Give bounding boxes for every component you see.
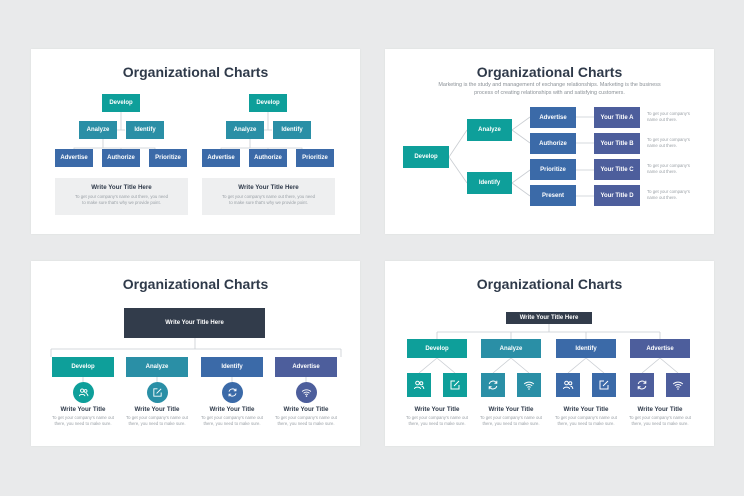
users-icon <box>73 382 94 403</box>
column-title: Write Your Title <box>134 406 180 413</box>
note-a-line-1: To get your company's <box>647 111 690 116</box>
users-icon <box>556 373 580 397</box>
slide-4: Organizational Charts Write Your Title H… <box>385 261 714 446</box>
note-b-line-1: To get your company's <box>647 137 690 142</box>
refresh-icon <box>630 373 654 397</box>
header-box: Write Your Title Here <box>506 312 592 324</box>
item-text-line-2: there, you need to make sure. <box>631 421 689 426</box>
develop-box: Develop <box>52 357 114 377</box>
column-text-line-2: there, you need to make sure. <box>277 421 335 426</box>
develop-box: Develop <box>102 94 140 112</box>
analyze-box: Analyze <box>467 119 512 141</box>
advertise-box: Advertise <box>530 107 576 128</box>
connector-lines <box>50 338 342 382</box>
item-title: Write Your Title <box>563 406 609 413</box>
subtitle-line-1: Marketing is the study and management of… <box>438 82 661 88</box>
connector-lines <box>448 116 594 197</box>
column-title: Write Your Title <box>60 406 106 413</box>
identify-box: Identify <box>467 172 512 194</box>
card-text-line-1: To get your company's name out there, yo… <box>221 194 316 199</box>
edit-icon <box>592 373 616 397</box>
note-c-line-1: To get your company's <box>647 163 690 168</box>
note-d-line-2: name out there. <box>647 195 678 200</box>
card-text-line-1: To get your company's name out there, yo… <box>74 194 169 199</box>
item-text-line-1: To get your company's name out <box>480 415 542 420</box>
column-text-line-1: To get your company's name out <box>275 415 337 420</box>
item-text-line-2: there, you need to make sure. <box>482 421 540 426</box>
column-text-line-2: there, you need to make sure. <box>203 421 261 426</box>
column-title: Write Your Title <box>283 406 329 413</box>
item-title: Write Your Title <box>488 406 534 413</box>
wifi-icon <box>666 373 690 397</box>
edit-icon <box>147 382 168 403</box>
edit-icon <box>443 373 467 397</box>
title-d-box: Your Title D <box>594 185 640 206</box>
advertise-box: Advertise <box>55 149 93 167</box>
slide-1: Organizational Charts Develop Analyze Id… <box>31 49 360 234</box>
item-text-line-1: To get your company's name out <box>629 415 691 420</box>
wifi-icon <box>517 373 541 397</box>
column-text-line-1: To get your company's name out <box>52 415 114 420</box>
identify-box: Identify <box>126 121 164 139</box>
develop-box: Develop <box>249 94 287 112</box>
item-text-line-2: there, you need to make sure. <box>408 421 466 426</box>
slide-3: Organizational Charts Write Your Title H… <box>31 261 360 446</box>
slide-2: Organizational Charts Marketing is the s… <box>385 49 714 234</box>
column-title: Write Your Title <box>209 406 255 413</box>
column-text-line-1: To get your company's name out <box>126 415 188 420</box>
subtitle-line-2: process of creating relationships with a… <box>474 90 625 96</box>
present-box: Present <box>530 185 576 206</box>
prioritize-box: Prioritize <box>149 149 187 167</box>
advertise-box: Advertise <box>275 357 337 377</box>
info-card <box>55 178 188 215</box>
advertise-box: Advertise <box>630 339 690 358</box>
column-text-line-2: there, you need to make sure. <box>54 421 112 426</box>
title-a-box: Your Title A <box>594 107 640 128</box>
info-card <box>202 178 335 215</box>
users-icon <box>407 373 431 397</box>
authorize-box: Authorize <box>530 133 576 154</box>
develop-box: Develop <box>403 146 449 168</box>
wifi-icon <box>296 382 317 403</box>
slide-title: Organizational Charts <box>122 64 269 80</box>
authorize-box: Authorize <box>102 149 140 167</box>
develop-box: Develop <box>407 339 467 358</box>
authorize-box: Authorize <box>249 149 287 167</box>
column-text-line-1: To get your company's name out <box>201 415 263 420</box>
card-title: Write Your Title Here <box>238 184 299 191</box>
analyze-box: Analyze <box>126 357 188 377</box>
column-text-line-2: there, you need to make sure. <box>128 421 186 426</box>
item-text-line-2: there, you need to make sure. <box>557 421 615 426</box>
title-c-box: Your Title C <box>594 159 640 180</box>
card-text-line-2: to make sure that's why we provide point… <box>82 200 161 205</box>
refresh-icon <box>222 382 243 403</box>
identify-box: Identify <box>201 357 263 377</box>
prioritize-box: Prioritize <box>296 149 334 167</box>
item-text-line-1: To get your company's name out <box>555 415 617 420</box>
item-title: Write Your Title <box>637 406 683 413</box>
analyze-box: Analyze <box>79 121 117 139</box>
connector-lines <box>418 324 679 374</box>
analyze-box: Analyze <box>226 121 264 139</box>
slide-title: Organizational Charts <box>122 276 269 292</box>
note-b-line-2: name out there. <box>647 143 678 148</box>
note-a-line-2: name out there. <box>647 117 678 122</box>
refresh-icon <box>481 373 505 397</box>
header-box: Write Your Title Here <box>124 308 265 338</box>
identify-box: Identify <box>273 121 311 139</box>
identify-box: Identify <box>556 339 616 358</box>
item-text-line-1: To get your company's name out <box>406 415 468 420</box>
item-title: Write Your Title <box>414 406 460 413</box>
prioritize-box: Prioritize <box>530 159 576 180</box>
note-d-line-1: To get your company's <box>647 189 690 194</box>
card-title: Write Your Title Here <box>91 184 152 191</box>
slide-title: Organizational Charts <box>476 64 623 80</box>
card-text-line-2: to make sure that's why we provide point… <box>229 200 308 205</box>
slide-title: Organizational Charts <box>476 276 623 292</box>
advertise-box: Advertise <box>202 149 240 167</box>
title-b-box: Your Title B <box>594 133 640 154</box>
note-c-line-2: name out there. <box>647 169 678 174</box>
analyze-box: Analyze <box>481 339 541 358</box>
